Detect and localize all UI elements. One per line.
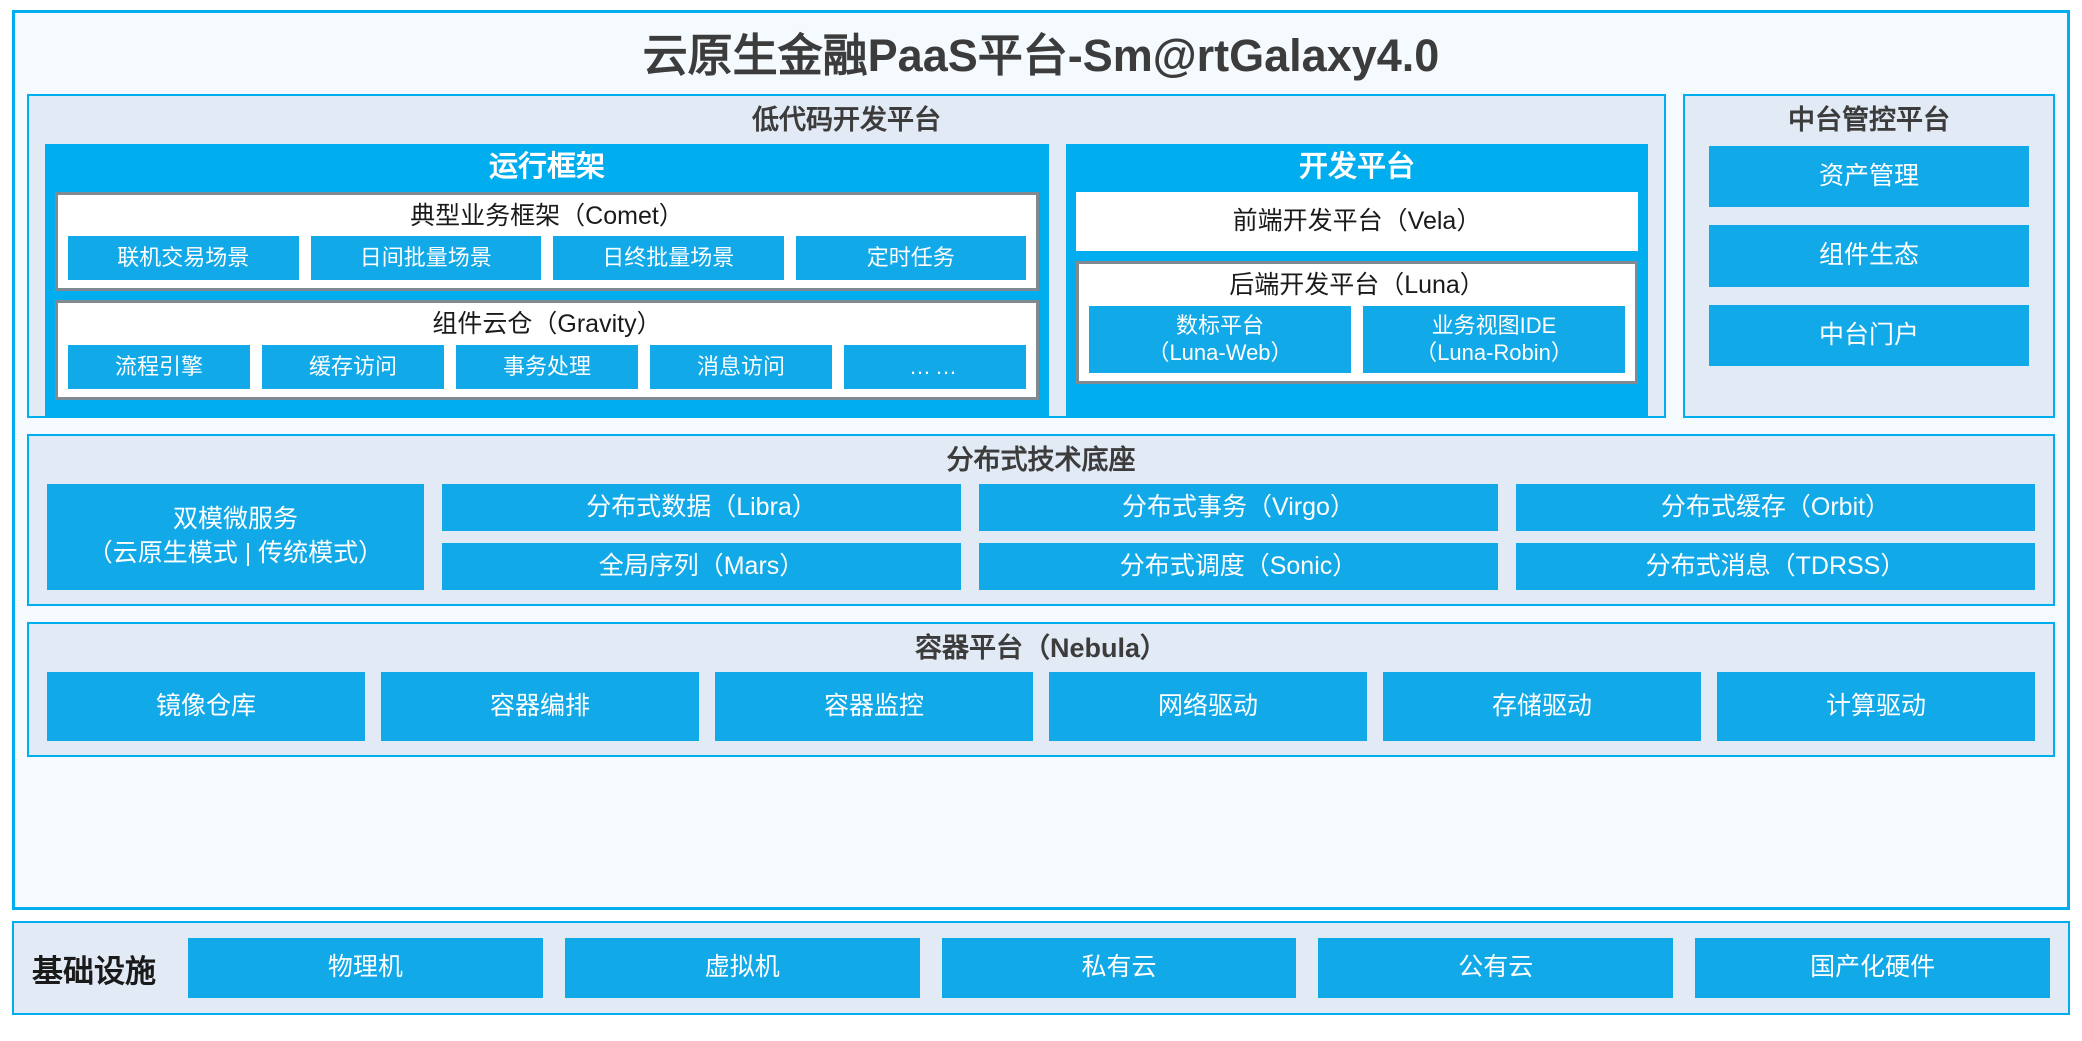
container-platform-body: 镜像仓库 容器编排 容器监控 网络驱动 存储驱动 计算驱动 [29, 671, 2053, 755]
techbase-item-tdrss[interactable]: 分布式消息（TDRSS） [1516, 542, 2035, 590]
gravity-item-2[interactable]: 缓存访问 [262, 344, 444, 390]
gravity-item-3[interactable]: 事务处理 [456, 344, 638, 390]
techbase-item-virgo[interactable]: 分布式事务（Virgo） [979, 483, 1498, 531]
luna-robin-item[interactable]: 业务视图IDE （Luna-Robin） [1363, 305, 1625, 373]
infrastructure-item-virtual-machine[interactable]: 虚拟机 [564, 938, 920, 998]
gravity-item-4[interactable]: 消息访问 [650, 344, 832, 390]
frontend-dev-platform-vela[interactable]: 前端开发平台（Vela） [1076, 191, 1638, 252]
distributed-tech-base-title: 分布式技术底座 [946, 445, 1136, 475]
platform-main-frame: 云原生金融PaaS平台-Sm@rtGalaxy4.0 低代码开发平台 运行框架 … [12, 10, 2070, 910]
gravity-item-1[interactable]: 流程引擎 [68, 344, 250, 390]
gravity-group: 组件云仓（Gravity） 流程引擎 缓存访问 事务处理 消息访问 …… [55, 300, 1039, 401]
comet-item-1[interactable]: 联机交易场景 [68, 236, 299, 281]
comet-item-2[interactable]: 日间批量场景 [310, 236, 541, 281]
techbase-column-1: 分布式数据（Libra） 全局序列（Mars） [442, 483, 961, 590]
container-item-compute-driver[interactable]: 计算驱动 [1717, 671, 2035, 741]
dual-mode-microservice-item[interactable]: 双模微服务 （云原生模式 | 传统模式） [47, 483, 424, 590]
lowcode-platform-body: 运行框架 典型业务框架（Comet） 联机交易场景 日间批量场景 日终批量场景 … [29, 143, 1664, 432]
midplatform-body: 资产管理 组件生态 中台门户 [1685, 144, 2053, 416]
infrastructure-item-public-cloud[interactable]: 公有云 [1318, 938, 1674, 998]
midplatform-item-asset-management[interactable]: 资产管理 [1709, 145, 2029, 208]
techbase-item-sonic[interactable]: 分布式调度（Sonic） [979, 542, 1498, 590]
runtime-framework-title: 运行框架 [488, 150, 605, 183]
distributed-tech-base-body: 双模微服务 （云原生模式 | 传统模式） 分布式数据（Libra） 全局序列（M… [29, 483, 2053, 604]
upper-region: 低代码开发平台 运行框架 典型业务框架（Comet） 联机交易场景 日间批量场景… [27, 94, 2055, 418]
luna-robin-line1: 业务视图IDE [1431, 312, 1557, 338]
comet-item-3[interactable]: 日终批量场景 [553, 236, 784, 281]
midplatform-item-portal[interactable]: 中台门户 [1709, 304, 2029, 367]
container-platform-panel: 容器平台（Nebula） 镜像仓库 容器编排 容器监控 网络驱动 存储驱动 计算… [27, 622, 2055, 757]
infrastructure-items: 物理机 虚拟机 私有云 公有云 国产化硬件 [188, 938, 2050, 998]
infrastructure-label: 基础设施 [32, 953, 156, 989]
backend-dev-platform-luna-group: 后端开发平台（Luna） 数标平台 （Luna-Web） 业务视图IDE （Lu… [1076, 261, 1638, 384]
page-title: 云原生金融PaaS平台-Sm@rtGalaxy4.0 [642, 30, 1440, 81]
luna-chip-row: 数标平台 （Luna-Web） 业务视图IDE （Luna-Robin） [1079, 305, 1635, 373]
container-item-monitoring[interactable]: 容器监控 [715, 671, 1033, 741]
comet-chip-row: 联机交易场景 日间批量场景 日终批量场景 定时任务 [58, 236, 1036, 281]
distributed-tech-base-panel: 分布式技术底座 双模微服务 （云原生模式 | 传统模式） 分布式数据（Libra… [27, 434, 2055, 606]
midplatform-title: 中台管控平台 [1788, 105, 1950, 135]
lowcode-platform-panel: 低代码开发平台 运行框架 典型业务框架（Comet） 联机交易场景 日间批量场景… [27, 94, 1666, 418]
container-item-storage-driver[interactable]: 存储驱动 [1383, 671, 1701, 741]
comet-group-title: 典型业务框架（Comet） [410, 201, 684, 230]
container-item-network-driver[interactable]: 网络驱动 [1049, 671, 1367, 741]
luna-web-line1: 数标平台 [1175, 312, 1264, 338]
luna-robin-line2: （Luna-Robin） [1415, 340, 1573, 366]
luna-web-item[interactable]: 数标平台 （Luna-Web） [1089, 305, 1351, 373]
lowcode-platform-title: 低代码开发平台 [752, 105, 941, 135]
midplatform-panel: 中台管控平台 资产管理 组件生态 中台门户 [1683, 94, 2055, 418]
gravity-chip-row: 流程引擎 缓存访问 事务处理 消息访问 …… [58, 344, 1036, 390]
infrastructure-item-private-cloud[interactable]: 私有云 [941, 938, 1297, 998]
container-item-orchestration[interactable]: 容器编排 [381, 671, 699, 741]
comet-item-4[interactable]: 定时任务 [795, 236, 1026, 281]
runtime-framework-card: 运行框架 典型业务框架（Comet） 联机交易场景 日间批量场景 日终批量场景 … [45, 143, 1049, 418]
luna-web-line2: （Luna-Web） [1147, 340, 1293, 366]
techbase-column-3: 分布式缓存（Orbit） 分布式消息（TDRSS） [1516, 483, 2035, 590]
techbase-item-mars[interactable]: 全局序列（Mars） [442, 542, 961, 590]
development-platform-card: 开发平台 前端开发平台（Vela） 后端开发平台（Luna） 数标平台 （Lun… [1066, 143, 1648, 418]
backend-dev-platform-title: 后端开发平台（Luna） [1229, 271, 1485, 300]
gravity-group-title: 组件云仓（Gravity） [432, 310, 662, 339]
techbase-item-orbit[interactable]: 分布式缓存（Orbit） [1516, 483, 2035, 531]
container-item-image-registry[interactable]: 镜像仓库 [47, 671, 365, 741]
gravity-item-more[interactable]: …… [844, 344, 1026, 390]
container-platform-title: 容器平台（Nebula） [914, 633, 1168, 663]
infrastructure-item-physical-machine[interactable]: 物理机 [188, 938, 543, 998]
comet-group: 典型业务框架（Comet） 联机交易场景 日间批量场景 日终批量场景 定时任务 [55, 191, 1039, 292]
techbase-column-2: 分布式事务（Virgo） 分布式调度（Sonic） [979, 483, 1498, 590]
development-platform-title: 开发平台 [1298, 150, 1415, 183]
infrastructure-panel: 基础设施 物理机 虚拟机 私有云 公有云 国产化硬件 [12, 921, 2070, 1015]
techbase-item-libra[interactable]: 分布式数据（Libra） [442, 483, 961, 531]
dual-mode-line1: 双模微服务 [172, 505, 298, 534]
dual-mode-line2: （云原生模式 | 传统模式） [87, 538, 384, 567]
midplatform-item-component-ecosystem[interactable]: 组件生态 [1709, 225, 2029, 287]
infrastructure-item-domestic-hardware[interactable]: 国产化硬件 [1695, 938, 2050, 998]
